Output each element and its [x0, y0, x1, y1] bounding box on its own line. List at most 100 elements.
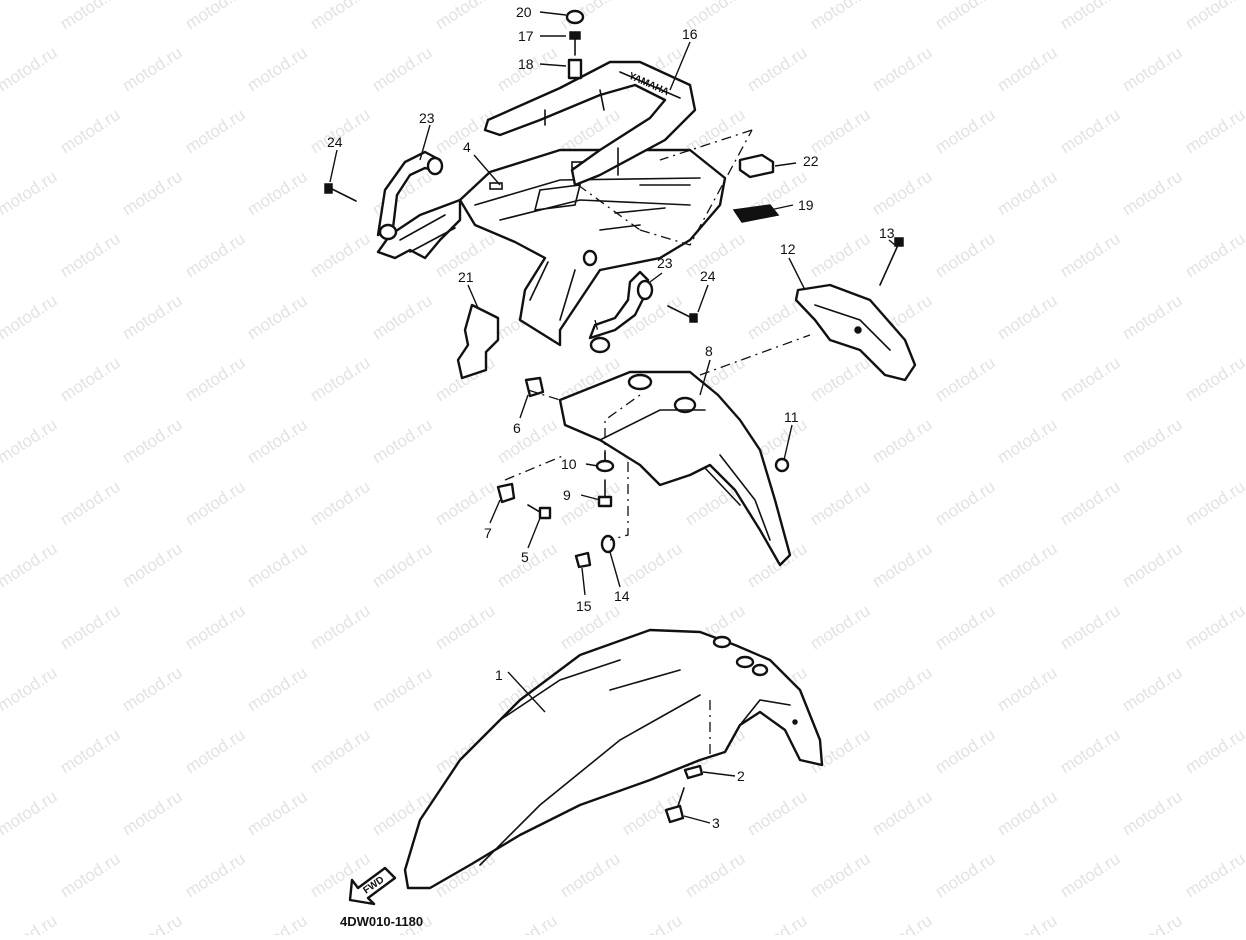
watermark-text: motod.ru	[494, 911, 561, 935]
callout-6: 6	[513, 420, 521, 436]
rear-fender-part	[558, 370, 792, 567]
washer-14-part	[600, 534, 616, 554]
watermark-text: motod.ru	[994, 291, 1061, 343]
pad-19-part	[732, 204, 780, 223]
watermark-text: motod.ru	[432, 477, 499, 529]
watermark-text: motod.ru	[994, 167, 1061, 219]
watermark-text: motod.ru	[994, 911, 1061, 935]
watermark-text: motod.ru	[619, 911, 686, 935]
watermark-text: motod.ru	[744, 43, 811, 95]
watermark-text: motod.ru	[807, 353, 874, 405]
passenger-handle-left-part	[376, 150, 444, 241]
watermark-text: motod.ru	[57, 601, 124, 653]
watermark-text: motod.ru	[182, 725, 249, 777]
watermark-text: motod.ru	[119, 291, 186, 343]
callout-18: 18	[518, 56, 534, 72]
watermark-text: motod.ru	[244, 911, 311, 935]
watermark-text: motod.ru	[119, 663, 186, 715]
watermark-text: motod.ru	[807, 229, 874, 281]
callout-2: 2	[737, 768, 745, 784]
watermark-text: motod.ru	[0, 539, 60, 591]
watermark-text: motod.ru	[807, 849, 874, 901]
watermark-text: motod.ru	[57, 477, 124, 529]
watermark-text: motod.ru	[182, 0, 249, 33]
watermark-text: motod.ru	[869, 167, 936, 219]
washer-2-part	[683, 764, 704, 780]
front-fender-part	[403, 628, 824, 890]
watermark-text: motod.ru	[1057, 0, 1124, 33]
watermark-text: motod.ru	[57, 0, 124, 33]
callout-16: 16	[682, 26, 698, 42]
watermark-text: motod.ru	[557, 477, 624, 529]
watermark-text: motod.ru	[0, 291, 60, 343]
watermark-text: motod.ru	[869, 43, 936, 95]
watermark-text: motod.ru	[994, 539, 1061, 591]
watermark-text: motod.ru	[0, 415, 60, 467]
watermark-text: motod.ru	[1057, 105, 1124, 157]
callout-24-left: 24	[327, 134, 343, 150]
bolt-9-part	[597, 479, 613, 508]
watermark-text: motod.ru	[182, 601, 249, 653]
callout-5: 5	[521, 549, 529, 565]
watermark-text: motod.ru	[557, 849, 624, 901]
watermark-text: motod.ru	[994, 43, 1061, 95]
watermark-text: motod.ru	[57, 725, 124, 777]
callout-1: 1	[495, 667, 503, 683]
watermark-text: motod.ru	[369, 415, 436, 467]
watermark-text: motod.ru	[244, 43, 311, 95]
watermark-text: motod.ru	[1119, 663, 1186, 715]
watermark-text: motod.ru	[807, 601, 874, 653]
callout-leaders	[329, 11, 896, 824]
watermark-text: motod.ru	[182, 353, 249, 405]
assembly-lines	[504, 129, 811, 755]
watermark-text: motod.ru	[119, 415, 186, 467]
watermark-text: motod.ru	[119, 911, 186, 935]
watermark-text: motod.ru	[369, 663, 436, 715]
nut-11-part	[774, 457, 790, 473]
watermark-text: motod.ru	[932, 849, 999, 901]
nut-7-part	[496, 482, 516, 504]
callout-22: 22	[803, 153, 819, 169]
watermark-text: motod.ru	[182, 477, 249, 529]
watermark-text: motod.ru	[244, 415, 311, 467]
watermark-text: motod.ru	[182, 105, 249, 157]
watermark-text: motod.ru	[1057, 849, 1124, 901]
watermark-text: motod.ru	[494, 539, 561, 591]
damper-22-part	[738, 153, 775, 179]
watermark-text: motod.ru	[869, 911, 936, 935]
callout-3: 3	[712, 815, 720, 831]
watermark-text: motod.ru	[307, 725, 374, 777]
watermark-text: motod.ru	[1119, 539, 1186, 591]
watermark-text: motod.ru	[1119, 167, 1186, 219]
watermark-text: motod.ru	[119, 539, 186, 591]
watermark-text: motod.ru	[57, 105, 124, 157]
watermark-text: motod.ru	[57, 353, 124, 405]
callout-12: 12	[780, 241, 796, 257]
watermark-text: motod.ru	[1057, 353, 1124, 405]
watermark-text: motod.ru	[432, 601, 499, 653]
watermark-text: motod.ru	[932, 725, 999, 777]
callout-23-upper: 23	[419, 110, 435, 126]
watermark-text: motod.ru	[244, 787, 311, 839]
watermark-text: motod.ru	[244, 663, 311, 715]
watermark-text: motod.ru	[1119, 415, 1186, 467]
bolt-3-part	[664, 787, 685, 824]
watermark-text: motod.ru	[932, 229, 999, 281]
watermark-text: motod.ru	[932, 105, 999, 157]
watermark-text: motod.ru	[0, 663, 60, 715]
plate-21-part	[456, 303, 500, 380]
watermark-text: motod.ru	[432, 0, 499, 33]
diagram-code: 4DW010-1180	[340, 914, 423, 929]
watermark-text: motod.ru	[182, 229, 249, 281]
watermark-text: motod.ru	[494, 415, 561, 467]
watermark-text: motod.ru	[0, 911, 60, 935]
callout-9: 9	[563, 487, 571, 503]
nut-15-part	[574, 551, 592, 569]
watermark-text: motod.ru	[244, 291, 311, 343]
callout-labels: 1 2 3 4 5 6 7 8 9 10 11 12 13 14 15 16 1…	[327, 4, 895, 831]
collar-18-part	[567, 58, 583, 80]
callout-23-lower: 23	[657, 255, 673, 271]
watermark-text: motod.ru	[1182, 353, 1246, 405]
nut-6-part	[524, 376, 545, 398]
